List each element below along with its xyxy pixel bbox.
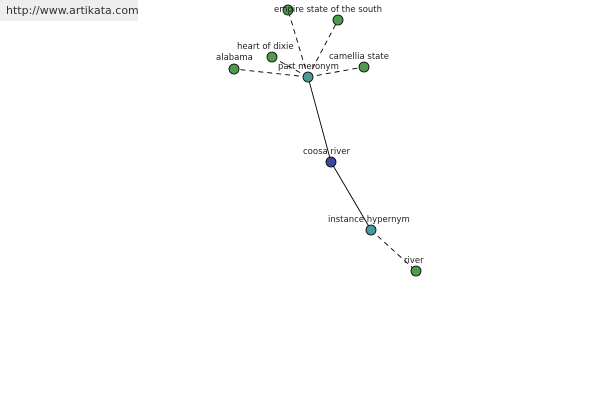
node-label-empire-state-of-the-south[interactable]: empire state of the south: [274, 5, 382, 15]
site-url-link[interactable]: http://www.artikata.com: [0, 0, 139, 21]
node-circle-camellia-state[interactable]: [358, 61, 370, 73]
edge-part-meronym-to-empire-state-of-the-south: [287, 9, 309, 78]
node-part-meronym[interactable]: part meronym: [278, 62, 339, 83]
edge-coosa-river-to-instance-hypernym: [330, 161, 372, 231]
node-node-top-right[interactable]: [332, 14, 344, 26]
node-label-river[interactable]: river: [404, 256, 424, 266]
node-circle-empire-state-of-the-south[interactable]: [282, 4, 294, 16]
node-label-camellia-state[interactable]: camellia state: [329, 52, 389, 62]
node-circle-coosa-river[interactable]: [325, 156, 337, 168]
node-label-coosa-river[interactable]: coosa river: [303, 147, 351, 157]
edge-coosa-river-to-part-meronym: [307, 76, 332, 163]
node-heart-of-dixie[interactable]: heart of dixie: [237, 42, 294, 63]
node-circle-instance-hypernym[interactable]: [365, 224, 377, 236]
node-circle-alabama[interactable]: [228, 63, 240, 75]
node-river[interactable]: river: [404, 256, 424, 277]
node-circle-river[interactable]: [410, 265, 422, 277]
node-circle-node-top-right[interactable]: [332, 14, 344, 26]
edge-part-meronym-to-heart-of-dixie: [271, 56, 309, 78]
node-label-heart-of-dixie[interactable]: heart of dixie: [237, 42, 294, 52]
node-coosa-river[interactable]: coosa river: [303, 147, 351, 168]
node-circle-part-meronym[interactable]: [302, 71, 314, 83]
edge-part-meronym-to-node-top-right: [307, 19, 339, 78]
node-instance-hypernym[interactable]: instance hypernym: [328, 215, 410, 236]
node-label-part-meronym[interactable]: part meronym: [278, 62, 339, 72]
node-empire-state-of-the-south[interactable]: empire state of the south: [274, 4, 382, 16]
node-circle-heart-of-dixie[interactable]: [266, 51, 278, 63]
edge-part-meronym-to-camellia-state: [307, 66, 365, 78]
node-camellia-state[interactable]: camellia state: [329, 52, 389, 73]
edge-part-meronym-to-alabama: [233, 68, 309, 78]
node-alabama[interactable]: alabama: [216, 53, 253, 75]
edge-instance-hypernym-to-river: [370, 229, 417, 272]
node-label-alabama[interactable]: alabama: [216, 53, 253, 63]
node-label-instance-hypernym[interactable]: instance hypernym: [328, 215, 410, 225]
